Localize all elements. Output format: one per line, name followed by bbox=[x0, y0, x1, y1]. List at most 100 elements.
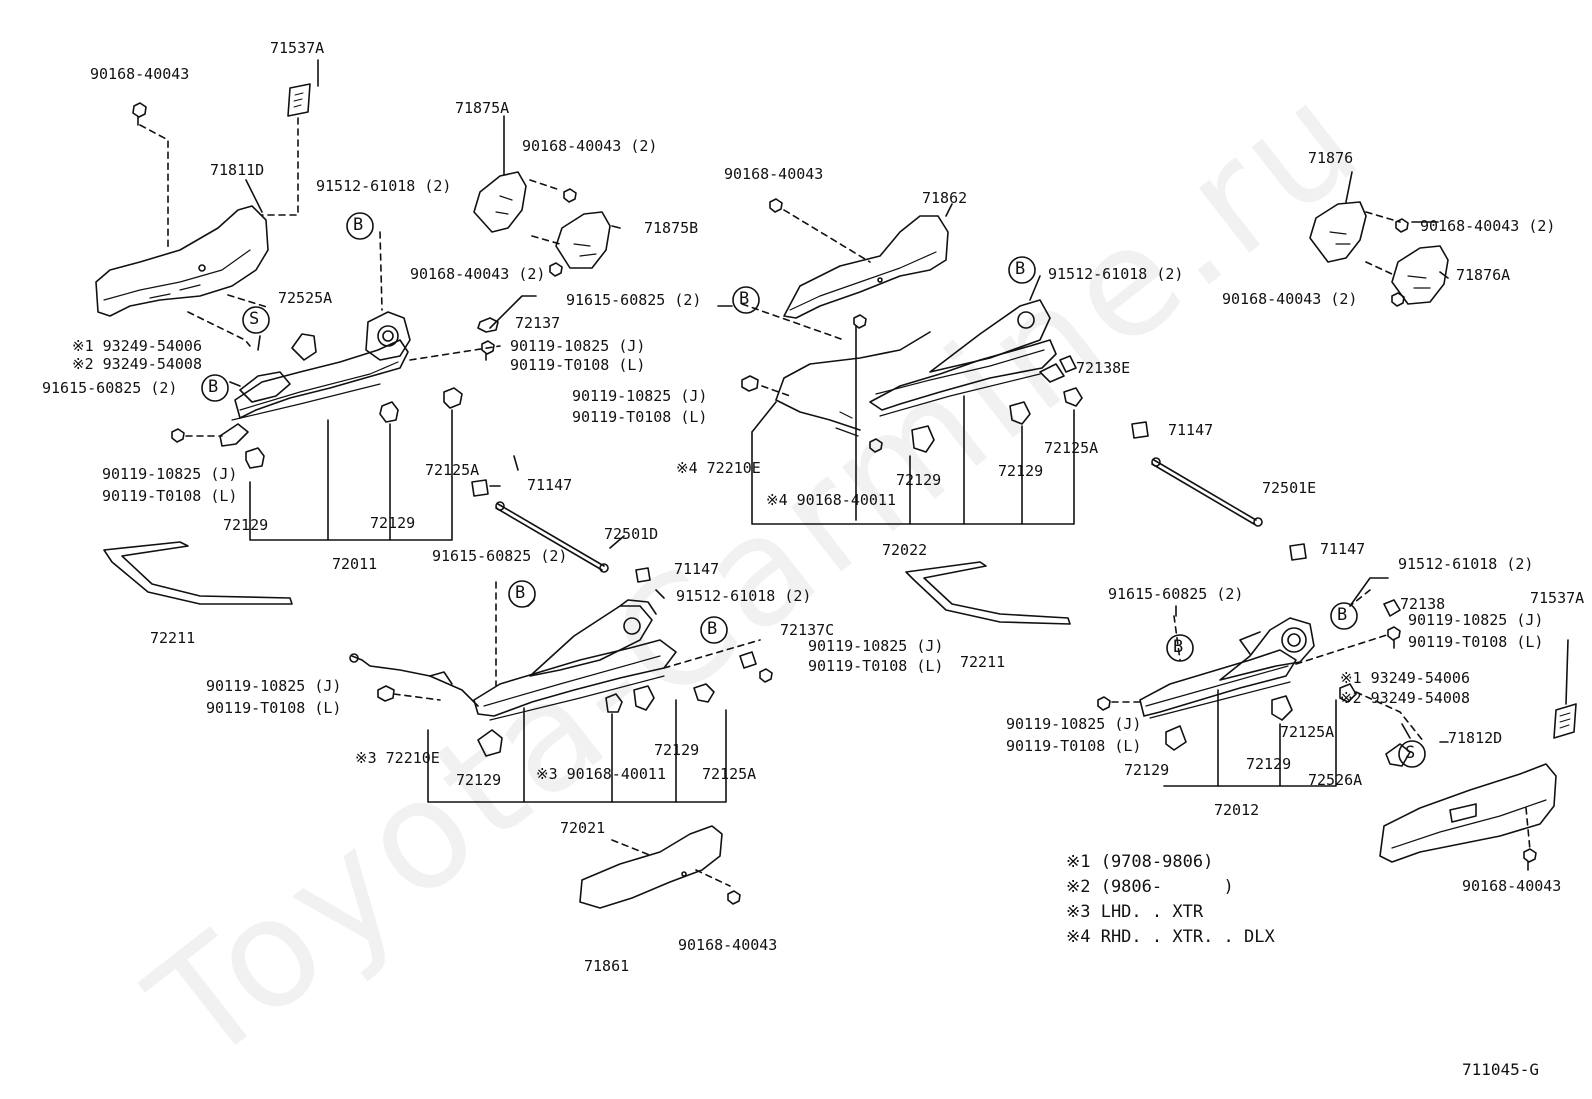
part-71875a-cover bbox=[473, 171, 527, 233]
part-label: 72138E bbox=[1076, 359, 1131, 377]
part-71876a-cover bbox=[1391, 245, 1449, 305]
part-label: 72012 bbox=[1214, 801, 1260, 819]
part-label: 71812D bbox=[1448, 729, 1503, 747]
drawing-code: 711045-G bbox=[1462, 1060, 1540, 1079]
part-label: 72125A bbox=[425, 461, 480, 479]
part-label: 72525A bbox=[278, 289, 333, 307]
part-label: 71876A bbox=[1456, 266, 1511, 284]
part-label: ※2 93249-54008 bbox=[72, 355, 202, 373]
callout-b-label: B bbox=[707, 619, 718, 639]
callout-b bbox=[732, 286, 760, 314]
part-label: 72137 bbox=[515, 314, 561, 332]
part-label: 72129 bbox=[896, 471, 942, 489]
part-label: 91615-60825 (2) bbox=[432, 547, 568, 565]
callout-b bbox=[1008, 256, 1036, 284]
part-label: 72129 bbox=[456, 771, 502, 789]
part-label: 90119-T0108 (L) bbox=[808, 657, 944, 675]
part-label: ※3 90168-40011 bbox=[536, 765, 666, 783]
part-label: 72129 bbox=[1124, 761, 1170, 779]
part-label: 72125A bbox=[702, 765, 757, 783]
part-label: 72125A bbox=[1280, 723, 1335, 741]
callout-b-label: B bbox=[1173, 637, 1184, 657]
part-label: 72129 bbox=[654, 741, 700, 759]
part-label: 71537A bbox=[1530, 589, 1585, 607]
note-2: ※2 (9806- ) bbox=[1066, 877, 1234, 897]
part-label: 72526A bbox=[1308, 771, 1363, 789]
part-label: 72501E bbox=[1262, 479, 1317, 497]
part-label: 90119-10825 (J) bbox=[808, 637, 944, 655]
part-label: 90119-T0108 (L) bbox=[572, 408, 708, 426]
part-label: 72129 bbox=[1246, 755, 1292, 773]
part-label: 90119-T0108 (L) bbox=[510, 356, 646, 374]
callout-b-label: B bbox=[739, 289, 750, 309]
part-label: 71147 bbox=[674, 560, 720, 578]
callout-b bbox=[346, 212, 374, 240]
part-label: 90119-T0108 (L) bbox=[206, 699, 342, 717]
part-label: 90119-T0108 (L) bbox=[1006, 737, 1142, 755]
part-label: 72129 bbox=[998, 462, 1044, 480]
part-label: 90119-10825 (J) bbox=[206, 677, 342, 695]
part-label: 71861 bbox=[584, 957, 630, 975]
part-72501d-rod bbox=[497, 503, 605, 567]
part-label: 91615-60825 (2) bbox=[1108, 585, 1244, 603]
callout-b bbox=[1166, 634, 1194, 662]
part-label: ※4 90168-40011 bbox=[766, 491, 896, 509]
part-label: 72211 bbox=[960, 653, 1006, 671]
part-label: 72022 bbox=[882, 541, 928, 559]
part-label: 90168-40043 (2) bbox=[1420, 217, 1556, 235]
part-71537a-tag bbox=[287, 83, 311, 117]
part-label: 90119-10825 (J) bbox=[1006, 715, 1142, 733]
part-label: 72137C bbox=[780, 621, 835, 639]
callout-s-label: S bbox=[249, 309, 260, 329]
part-label: 90119-10825 (J) bbox=[510, 337, 646, 355]
part-label: 91615-60825 (2) bbox=[42, 379, 178, 397]
screw-90168 bbox=[132, 102, 147, 126]
part-label: 72011 bbox=[332, 555, 378, 573]
part-label: 91615-60825 (2) bbox=[566, 291, 702, 309]
part-label: ※4 72210E bbox=[676, 459, 761, 477]
part-label: ※1 93249-54006 bbox=[1340, 669, 1470, 687]
part-71876-cover bbox=[1309, 201, 1367, 263]
callout-s bbox=[242, 306, 270, 334]
part-72210e-cable-lower bbox=[351, 655, 479, 707]
part-label: 90168-40043 bbox=[724, 165, 824, 183]
part-label: 72021 bbox=[560, 819, 606, 837]
part-label: 71876 bbox=[1308, 149, 1354, 167]
callout-b bbox=[201, 374, 229, 402]
part-label: 91512-61018 (2) bbox=[1398, 555, 1534, 573]
part-71537a-tag-right bbox=[1553, 703, 1577, 739]
part-71875b-cover bbox=[555, 211, 611, 269]
part-72011-track bbox=[234, 339, 409, 419]
recliner-motor bbox=[365, 311, 411, 361]
part-label: 90168-40043 bbox=[678, 936, 778, 954]
part-label: 72129 bbox=[370, 514, 416, 532]
callout-b bbox=[700, 616, 728, 644]
part-label: 91512-61018 (2) bbox=[1048, 265, 1184, 283]
part-71811d-cover bbox=[95, 205, 269, 317]
part-label: 90168-40043 (2) bbox=[522, 137, 658, 155]
part-72501e-rod bbox=[1153, 459, 1257, 521]
part-72211-bar-right bbox=[905, 561, 1071, 625]
part-label: 90168-40043 (2) bbox=[410, 265, 546, 283]
callout-s bbox=[1398, 740, 1426, 768]
part-label: 72501D bbox=[604, 525, 659, 543]
part-label: 72138 bbox=[1400, 595, 1446, 613]
part-label: 90119-T0108 (L) bbox=[102, 487, 238, 505]
part-72211-bar-left bbox=[103, 541, 293, 605]
part-label: 72129 bbox=[223, 516, 269, 534]
callout-b-label: B bbox=[515, 583, 526, 603]
part-label: 71537A bbox=[270, 39, 325, 57]
part-label: 90168-40043 bbox=[90, 65, 190, 83]
part-label: 90119-10825 (J) bbox=[102, 465, 238, 483]
part-label: 71875A bbox=[455, 99, 510, 117]
callout-b-label: B bbox=[208, 377, 219, 397]
part-label: 90168-40043 (2) bbox=[1222, 290, 1358, 308]
callout-b bbox=[508, 580, 536, 608]
callout-b-label: B bbox=[1337, 605, 1348, 625]
callout-s-label: S bbox=[1405, 743, 1416, 763]
part-label: 72125A bbox=[1044, 439, 1099, 457]
part-label: 71147 bbox=[1320, 540, 1366, 558]
part-label: 91512-61018 (2) bbox=[676, 587, 812, 605]
part-71812d-cover bbox=[1379, 763, 1557, 863]
